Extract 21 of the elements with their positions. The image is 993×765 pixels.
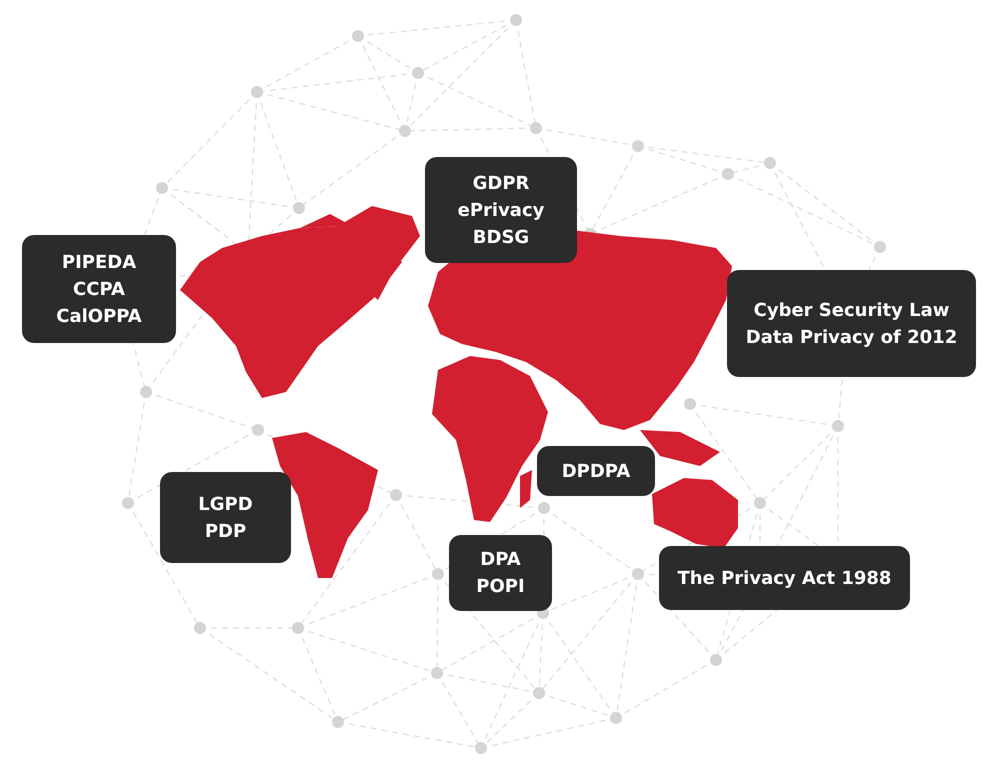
law-name: The Privacy Act 1988	[678, 566, 892, 590]
law-label-box	[160, 472, 291, 563]
law-name: DPA	[480, 548, 521, 572]
law-name: LGPD	[198, 492, 253, 516]
law-name: PIPEDA	[62, 250, 136, 274]
law-name: ePrivacy	[458, 198, 544, 222]
law-label-box	[22, 235, 176, 343]
law-name: PDP	[204, 520, 246, 544]
law-name: Cyber Security Law	[754, 298, 950, 322]
law-label-box	[727, 270, 976, 377]
law-label-box	[449, 535, 552, 611]
law-name: DPDPA	[562, 460, 630, 484]
law-name: CCPA	[73, 278, 125, 302]
law-label-box	[659, 546, 910, 610]
law-name: BDSG	[472, 226, 530, 250]
law-name: Data Privacy of 2012	[746, 326, 958, 350]
law-name: GDPR	[472, 172, 530, 196]
law-name: CalOPPA	[56, 304, 142, 328]
law-name: POPI	[476, 575, 525, 599]
law-label-box	[425, 157, 577, 263]
law-label-box	[537, 446, 655, 496]
